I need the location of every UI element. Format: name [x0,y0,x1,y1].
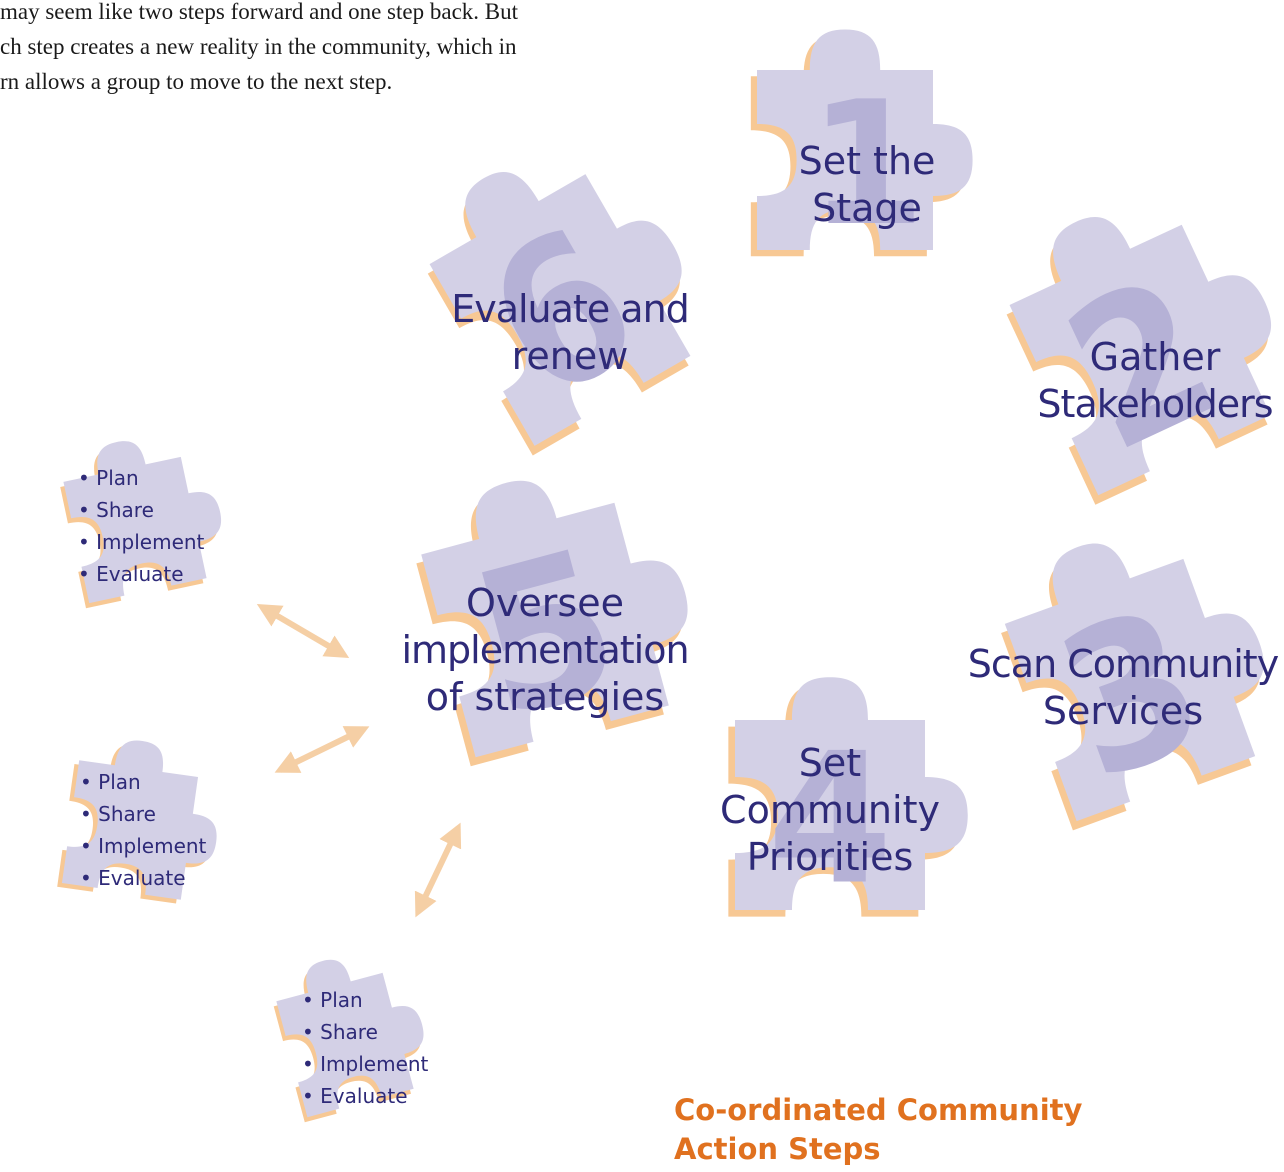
sub-piece-1-bullets: • Plan • Share • Implement • Evaluate [78,462,204,590]
bullet-item: • Implement [78,530,205,554]
sub-piece-3-bullets: • Plan • Share • Implement • Evaluate [302,984,428,1112]
bullet-item: • Plan [80,770,141,794]
intro-line: ch step creates a new reality in the com… [0,34,517,59]
label-line: Evaluate and [451,287,690,331]
puzzle-piece-step-5: 5 [404,445,713,767]
label-line: Set [798,741,862,785]
label-line: Community [720,788,940,832]
bullet-item: • Evaluate [302,1084,408,1108]
intro-line: rn allows a group to move to the next st… [0,69,393,94]
label-line: Stage [812,186,922,230]
label-line: of strategies [425,675,665,719]
bullet-item: • Share [302,1020,378,1044]
bullet-item: • Plan [78,466,139,490]
label-line: Stakeholders [1037,382,1273,426]
step-3-label: Scan Community Services [962,641,1284,735]
arrow [414,822,462,918]
bullet-item: • Implement [80,834,207,858]
label-line: Oversee [466,581,624,625]
sub-piece-2-bullets: • Plan • Share • Implement • Evaluate [80,766,206,894]
arrow [274,726,370,773]
arrow [256,603,350,659]
label-line: Priorities [746,835,914,879]
step-5-label: Oversee implementation of strategies [392,580,698,721]
step-4-label: Set Community Priorities [700,740,960,881]
step-6-label: Evaluate and renew [440,286,700,380]
label-line: implementation [401,628,689,672]
step-number: 4 [767,714,893,925]
bullet-item: • Implement [302,1052,429,1076]
label-line: Scan Community [967,642,1279,686]
diagram-title: Co-ordinated Community Action Steps [674,1091,1082,1169]
step-number: 1 [809,64,925,263]
title-line: Action Steps [674,1132,881,1166]
title-line: Co-ordinated Community [674,1093,1083,1127]
puzzle-piece-step-4: 4 [728,677,968,925]
bullet-item: • Plan [302,988,363,1012]
puzzle-piece-step-3: 3 [984,499,1284,831]
bullet-item: • Evaluate [80,866,186,890]
puzzle-piece-step-1: 1 [750,29,973,263]
bullet-item: • Evaluate [78,562,184,586]
bullet-item: • Share [80,802,156,826]
arrows [256,603,462,918]
step-1-label: Set the Stage [782,138,952,232]
label-line: Set the [798,139,936,183]
bullet-item: • Share [78,498,154,522]
label-line: Services [1042,689,1204,733]
intro-line: may seem like two steps forward and one … [0,0,519,24]
label-line: Gather [1089,335,1221,379]
step-2-label: Gather Stakeholders [1026,334,1284,428]
label-line: renew [511,334,629,378]
